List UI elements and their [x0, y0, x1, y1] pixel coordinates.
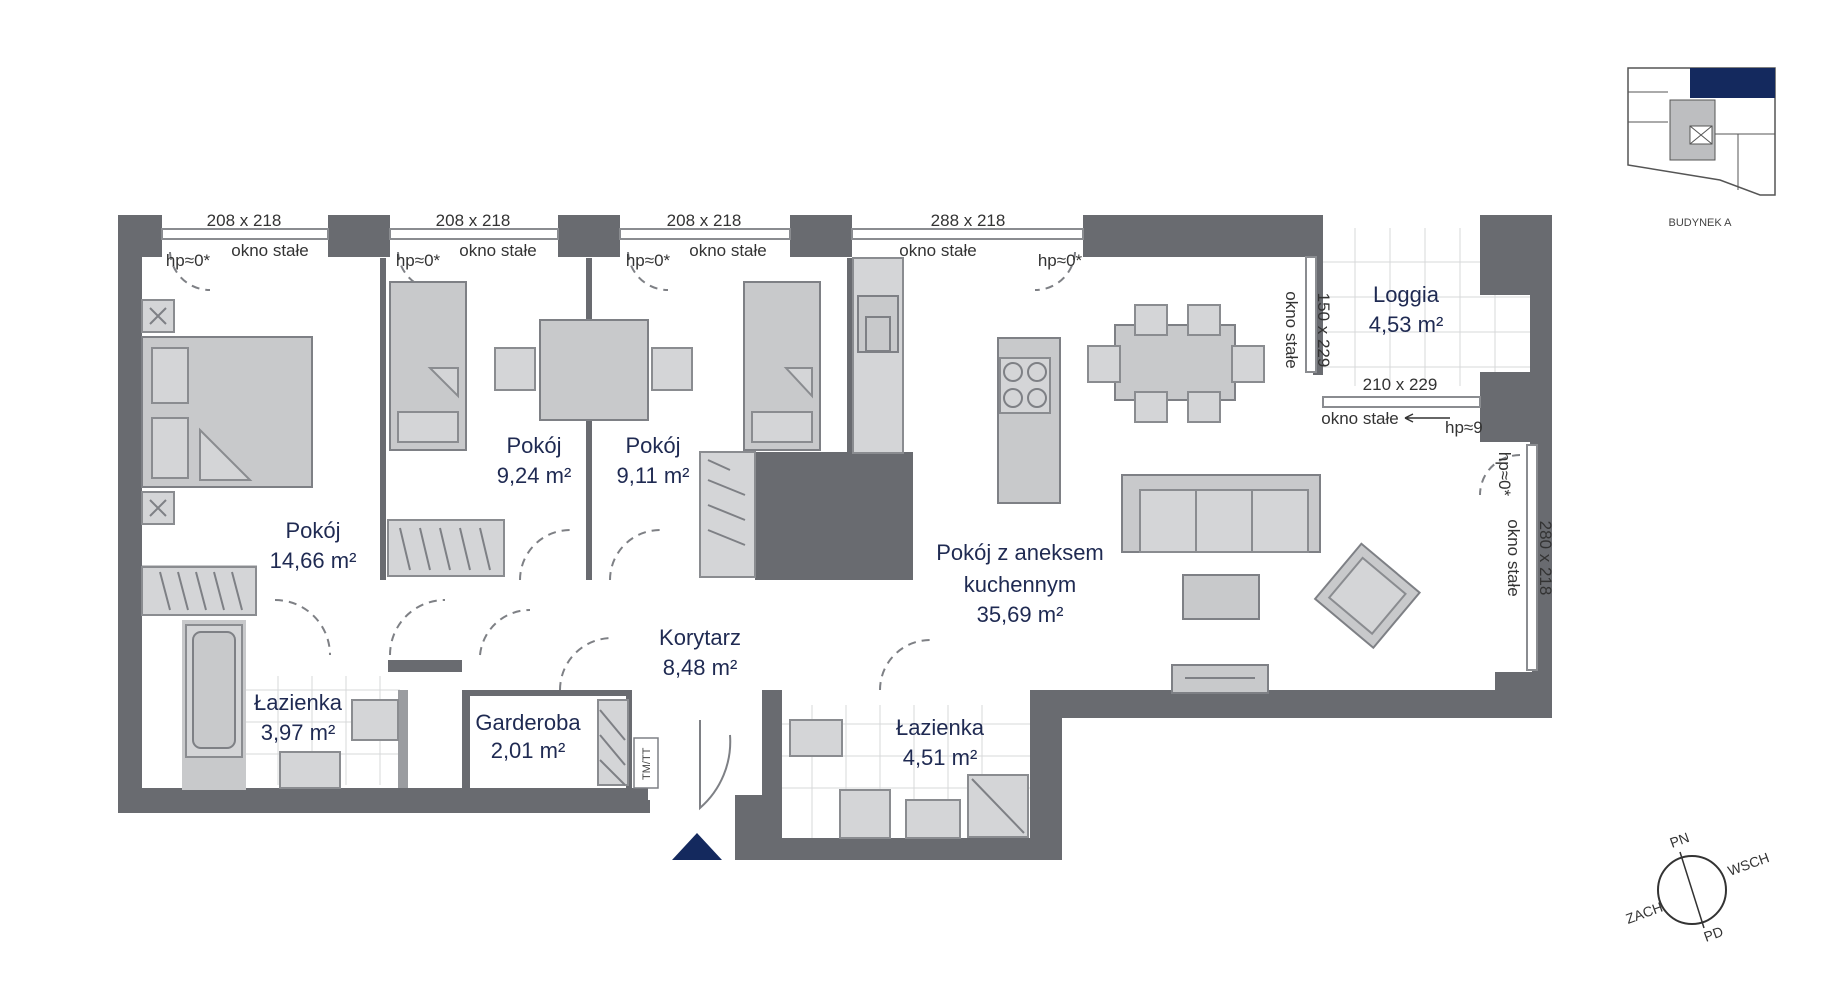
window4-type: okno stałe — [899, 241, 977, 260]
doors: TM/TT — [274, 529, 931, 860]
entrance-marker — [672, 833, 722, 860]
toilet-1 — [351, 699, 399, 741]
window2-type: okno stałe — [459, 241, 537, 260]
window2-hp: hp≈0* — [396, 251, 441, 270]
entry-label: TM/TT — [641, 747, 653, 780]
window1-hp: hp≈0* — [166, 251, 211, 270]
living-area: 35,69 m² — [977, 602, 1064, 627]
bath1-name: Łazienka — [254, 690, 343, 715]
washing-machine — [839, 789, 891, 839]
window-labels: 208 x 218 208 x 218 208 x 218 288 x 218 … — [166, 211, 1555, 597]
loggia-name: Loggia — [1373, 282, 1440, 307]
window4-hp: hp≈0* — [1038, 251, 1083, 270]
furniture — [141, 257, 1422, 839]
compass-south: PD — [1702, 923, 1726, 945]
room2-name: Pokój — [506, 433, 561, 458]
wardrobe-area: 2,01 m² — [491, 738, 566, 763]
bath2-name: Łazienka — [896, 715, 985, 740]
window1-size: 208 x 218 — [207, 211, 282, 230]
windows — [161, 228, 1538, 671]
compass: PN WSCH PD ZACH — [1624, 829, 1772, 945]
room1-name: Pokój — [285, 518, 340, 543]
dining-table — [1114, 324, 1236, 401]
armchair — [1313, 542, 1422, 650]
bath1-area: 3,97 m² — [261, 720, 336, 745]
highlighted-unit — [1690, 68, 1775, 98]
corridor-area: 8,48 m² — [663, 655, 738, 680]
wardrobe-name: Garderoba — [475, 710, 581, 735]
room-labels: Pokój 14,66 m² Pokój 9,24 m² Pokój 9,11 … — [254, 282, 1443, 770]
window2-size: 208 x 218 — [436, 211, 511, 230]
room2-area: 9,24 m² — [497, 463, 572, 488]
building-label: BUDYNEK A — [1669, 217, 1733, 229]
desk — [539, 319, 649, 421]
washbasin-2 — [905, 799, 961, 839]
window7-size: 280 x 218 — [1536, 521, 1555, 596]
compass-east: WSCH — [1726, 849, 1772, 879]
window1-type: okno stałe — [231, 241, 309, 260]
room3-area: 9,11 m² — [617, 463, 690, 488]
window6-type: okno stałe — [1321, 409, 1399, 428]
building-key-plan: BUDYNEK A — [1627, 67, 1776, 229]
compass-west: ZACH — [1624, 899, 1665, 927]
toilet-2 — [789, 719, 843, 757]
corridor-name: Korytarz — [659, 625, 741, 650]
loggia-area: 4,53 m² — [1369, 312, 1444, 337]
window7-hp: hp≈0* — [1495, 452, 1514, 497]
coffee-table — [1182, 574, 1260, 620]
window3-size: 208 x 218 — [667, 211, 742, 230]
window3-type: okno stałe — [689, 241, 767, 260]
room1-area: 14,66 m² — [270, 548, 357, 573]
compass-north: PN — [1668, 829, 1692, 851]
window6-size: 210 x 229 — [1363, 375, 1438, 394]
bed-cover-fold — [199, 427, 253, 481]
window6-hp: hp≈9 — [1445, 418, 1483, 437]
room3-name: Pokój — [625, 433, 680, 458]
window7-type: okno stałe — [1504, 519, 1523, 597]
window3-hp: hp≈0* — [626, 251, 671, 270]
living-name2: kuchennym — [964, 572, 1077, 597]
bath2-area: 4,51 m² — [903, 745, 978, 770]
living-name1: Pokój z aneksem — [936, 540, 1104, 565]
window5-type: okno stałe — [1282, 291, 1301, 369]
washbasin-1 — [279, 751, 341, 789]
window5-size: 150 x 229 — [1314, 293, 1333, 368]
window4-size: 288 x 218 — [931, 211, 1006, 230]
kitchen-counter — [852, 257, 904, 454]
